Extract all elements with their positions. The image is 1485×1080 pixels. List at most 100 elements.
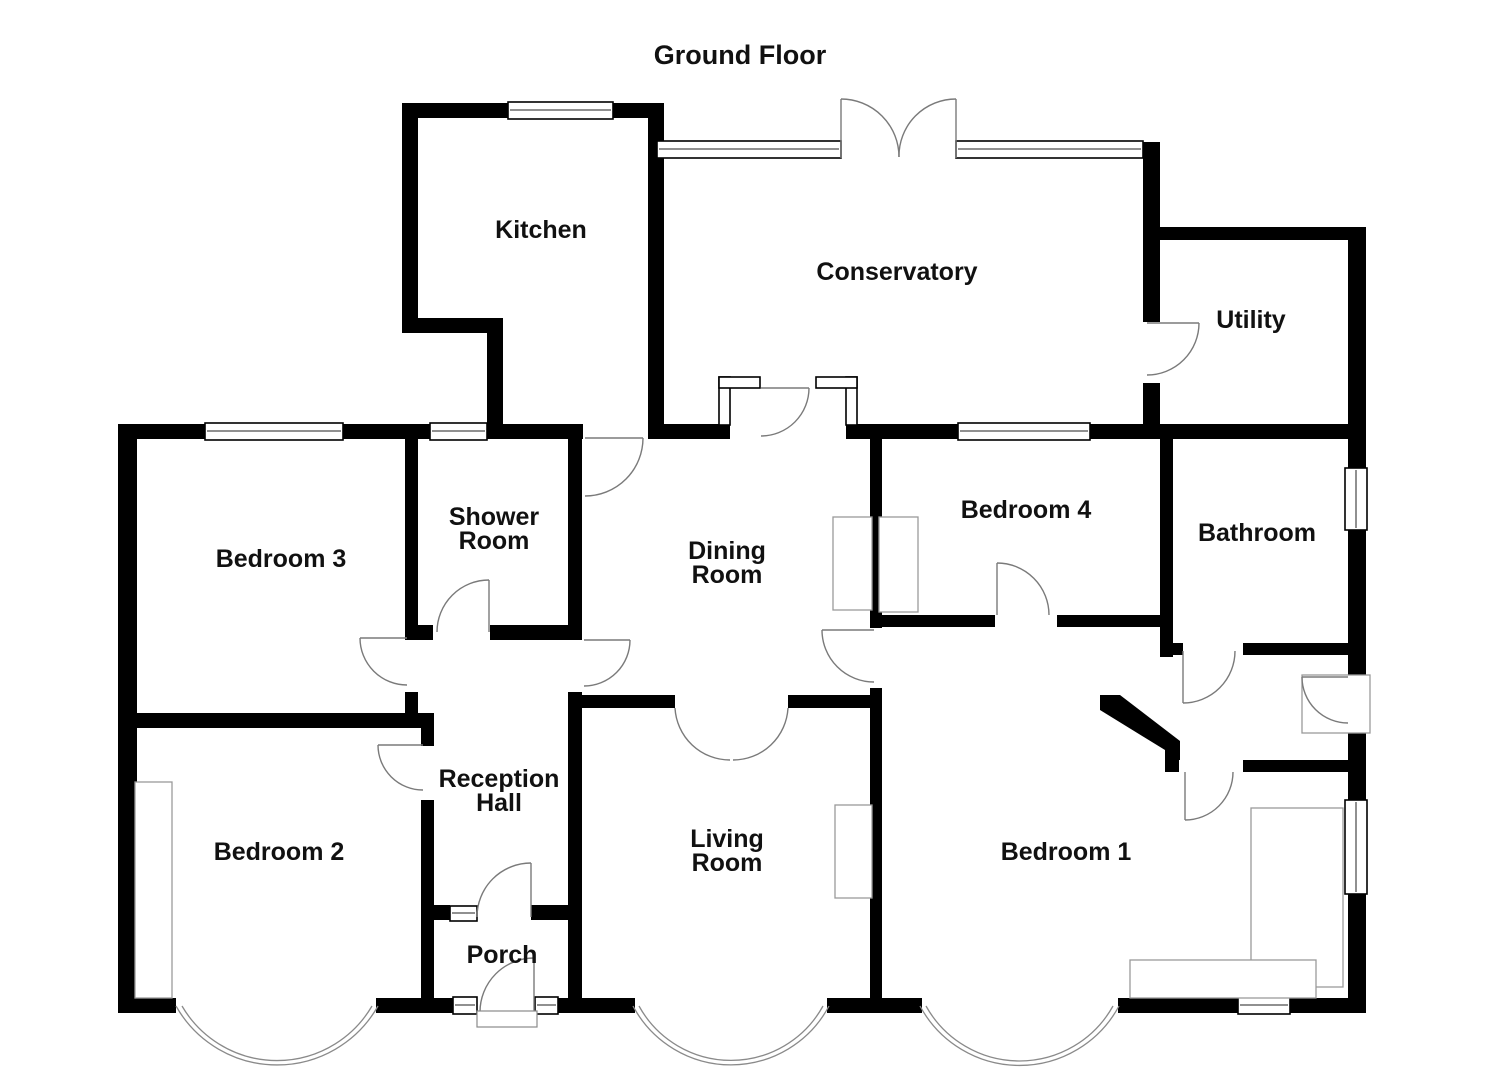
window-conservatory-left xyxy=(656,140,842,159)
wall-right-exterior xyxy=(1348,227,1366,1013)
window-conservatory-right xyxy=(955,140,1144,159)
bedroom4-wardrobe xyxy=(878,516,919,613)
wall-openings xyxy=(405,142,1243,1013)
window-bathroom xyxy=(1344,467,1368,531)
door-airing-cupboard xyxy=(1301,674,1371,734)
opening-bed1-door xyxy=(1185,760,1243,772)
wall-living-right xyxy=(870,688,882,1013)
door-bedroom1 xyxy=(1184,771,1234,821)
opening-dining-hall-east xyxy=(870,628,882,688)
bay-window-living-room xyxy=(632,1005,830,1066)
labels: Ground Floor Kitchen Conservatory Utilit… xyxy=(214,40,1316,969)
opening-conservatory-recess xyxy=(730,424,846,439)
wall-porch-top-right xyxy=(531,905,568,920)
door-utility xyxy=(1146,322,1200,376)
wall-bottom-1 xyxy=(118,998,176,1013)
wall-middle-left xyxy=(118,424,583,439)
room-label-dining-line1: Dining xyxy=(688,537,766,565)
bay-windows xyxy=(175,1005,1120,1067)
wall-bed2-top xyxy=(118,713,434,728)
opening-utility-door xyxy=(1143,322,1160,383)
room-label-bathroom: Bathroom xyxy=(1198,519,1316,547)
window-porch-sidelight-right xyxy=(534,996,559,1015)
door-bedroom2 xyxy=(377,744,424,791)
room-label-living-line2: Room xyxy=(692,849,763,877)
wall-kitchen-step-h xyxy=(402,318,503,333)
door-shower-room xyxy=(436,579,490,633)
door-living-double xyxy=(674,707,789,761)
wall-living-top-left xyxy=(570,695,675,708)
door-bathroom xyxy=(1182,650,1236,704)
door-bedroom4 xyxy=(996,562,1050,616)
window-bedroom1-east xyxy=(1344,799,1368,895)
room-label-living-line1: Living xyxy=(690,825,764,853)
wall-kitchen-left xyxy=(402,103,418,332)
room-label-bedroom1: Bedroom 1 xyxy=(1001,838,1132,866)
room-label-bedroom4: Bedroom 4 xyxy=(961,496,1092,524)
opening-hall-dining xyxy=(568,640,582,692)
room-label-utility: Utility xyxy=(1216,306,1286,334)
door-dining-hall-east xyxy=(821,629,875,683)
bay-window-bedroom1 xyxy=(919,1005,1120,1067)
front-door-threshold xyxy=(476,1010,538,1028)
wall-kitchen-right xyxy=(648,103,664,424)
door-front xyxy=(476,957,538,1028)
bedroom2-wardrobe xyxy=(134,781,173,999)
opening-shower-door xyxy=(433,625,490,640)
window-bedroom1-south xyxy=(1237,996,1291,1015)
dining-chimney-breast xyxy=(832,516,873,611)
wall-bathroom-left xyxy=(1160,424,1173,657)
windows xyxy=(204,101,1368,1015)
bay-window-bedroom2 xyxy=(175,1005,379,1066)
room-label-porch: Porch xyxy=(467,941,538,969)
opening-bed2-door xyxy=(421,746,434,800)
doors xyxy=(359,98,1371,1028)
room-label-shower-line2: Room xyxy=(459,527,530,555)
wall-bottom-2 xyxy=(376,998,434,1013)
window-recess-left xyxy=(718,376,761,426)
living-chimney-breast xyxy=(834,804,873,899)
page-title: Ground Floor xyxy=(654,40,827,70)
door-french-conservatory xyxy=(840,98,957,158)
wall-bottom-bed1-l xyxy=(884,998,922,1013)
window-shower-room xyxy=(429,422,488,441)
door-kitchen-dining xyxy=(584,437,644,497)
opening-front-door xyxy=(477,998,535,1013)
room-label-bedroom3: Bedroom 3 xyxy=(216,545,347,573)
door-hall-dining xyxy=(583,639,631,687)
wall-conservatory-right xyxy=(1143,142,1160,438)
door-conservatory-dining xyxy=(760,387,810,437)
door-porch-inner xyxy=(476,862,532,918)
window-porch-inner xyxy=(449,905,478,922)
room-label-conservatory: Conservatory xyxy=(816,258,977,286)
window-bedroom3 xyxy=(204,422,344,441)
room-label-reception-line1: Reception xyxy=(439,765,560,793)
room-label-reception-line2: Hall xyxy=(476,789,522,817)
wall-bottom-bed1-r xyxy=(1118,998,1348,1013)
wall-kitchen-step-v xyxy=(487,318,503,425)
bedroom1-unit xyxy=(1129,959,1317,999)
room-label-bedroom2: Bedroom 2 xyxy=(214,838,345,866)
window-kitchen xyxy=(507,101,614,120)
opening-bathroom-door xyxy=(1183,643,1243,655)
bedroom1-bed xyxy=(1250,807,1344,988)
window-recess-right xyxy=(815,376,858,426)
wall-bed1-diagonal xyxy=(1100,695,1180,760)
wall-bed3-right-upper xyxy=(405,424,418,640)
opening-kitchen-dining xyxy=(583,424,648,439)
wall-bed1-ne xyxy=(1243,760,1348,772)
wall-bottom-living-r xyxy=(827,998,884,1013)
wall-utility-top xyxy=(1143,227,1366,240)
room-label-dining-line2: Room xyxy=(692,561,763,589)
wall-bottom-porch-r xyxy=(558,998,572,1013)
wall-living-top-right xyxy=(788,695,882,708)
furniture xyxy=(134,516,1344,999)
wall-dining-left xyxy=(568,424,582,640)
wall-living-left xyxy=(568,692,582,1013)
door-bedroom3 xyxy=(359,637,408,686)
wall-bottom-porch-l xyxy=(434,998,453,1013)
opening-bed3-door xyxy=(405,640,418,692)
room-label-kitchen: Kitchen xyxy=(495,216,587,244)
